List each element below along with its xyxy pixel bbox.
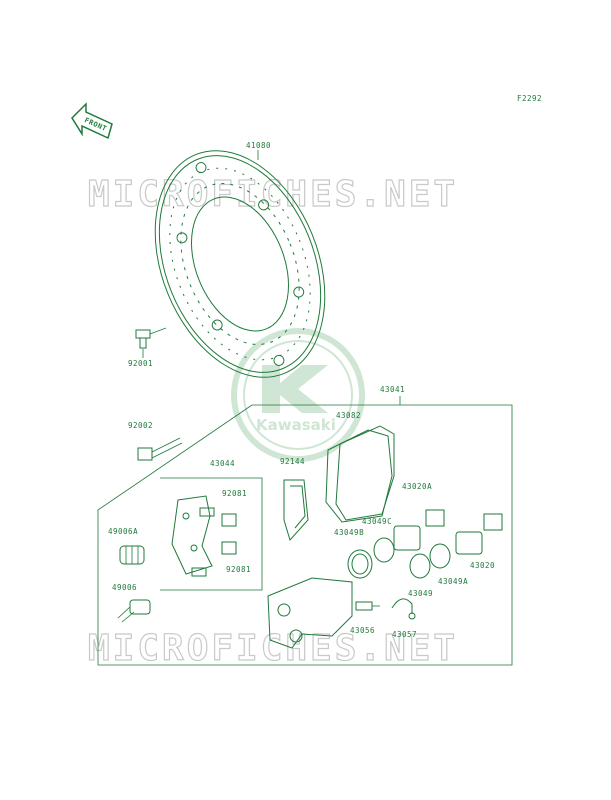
seal-43049	[409, 553, 431, 579]
label-49006a: 49006A	[108, 527, 138, 536]
seal-43049c	[373, 537, 395, 563]
label-43041: 43041	[380, 385, 405, 394]
pin-49006	[117, 599, 151, 623]
label-92001: 92001	[128, 359, 153, 368]
label-49006: 49006	[112, 583, 137, 592]
caliper-bracket	[171, 495, 215, 577]
label-43049c: 43049C	[362, 517, 392, 526]
label-41080: 41080	[246, 141, 271, 150]
brake-disc	[154, 150, 326, 378]
watermark-bottom: MICROFICHES.NET	[88, 628, 458, 669]
seal-43049a	[429, 543, 451, 569]
clip-92081-upper	[221, 513, 237, 527]
kawasaki-logo: Kawasaki	[231, 328, 365, 462]
diagram-code: F2292	[517, 94, 542, 103]
front-arrow: FRONT	[71, 102, 113, 140]
cap-43057	[391, 598, 416, 620]
label-43049a: 43049A	[438, 577, 468, 586]
label-43044: 43044	[210, 459, 235, 468]
label-43020: 43020	[470, 561, 495, 570]
watermark-top: MICROFICHES.NET	[88, 174, 458, 215]
label-43056: 43056	[350, 626, 375, 635]
caliper-body	[267, 577, 353, 649]
label-92081-upper: 92081	[222, 489, 247, 498]
seal-43049b	[347, 549, 373, 579]
bracket-frame	[160, 477, 263, 591]
assembly-frame	[97, 404, 513, 666]
piston-43020a	[393, 509, 445, 551]
label-92144: 92144	[280, 457, 305, 466]
label-43082: 43082	[336, 411, 361, 420]
svg-text:Kawasaki: Kawasaki	[256, 416, 336, 434]
clip-92081-lower	[221, 541, 237, 555]
piston-43020	[455, 513, 503, 555]
label-43020a: 43020A	[402, 482, 432, 491]
label-92002: 92002	[128, 421, 153, 430]
label-43049: 43049	[408, 589, 433, 598]
pad-spring	[283, 479, 309, 541]
label-43057: 43057	[392, 630, 417, 639]
label-92081-lower: 92081	[226, 565, 251, 574]
bleeder-43056	[355, 601, 380, 611]
brake-pads	[325, 425, 395, 523]
boot-49006a	[119, 545, 145, 565]
label-43049b: 43049B	[334, 528, 364, 537]
bolt-92001	[135, 327, 167, 349]
bolt-92002	[137, 437, 183, 461]
